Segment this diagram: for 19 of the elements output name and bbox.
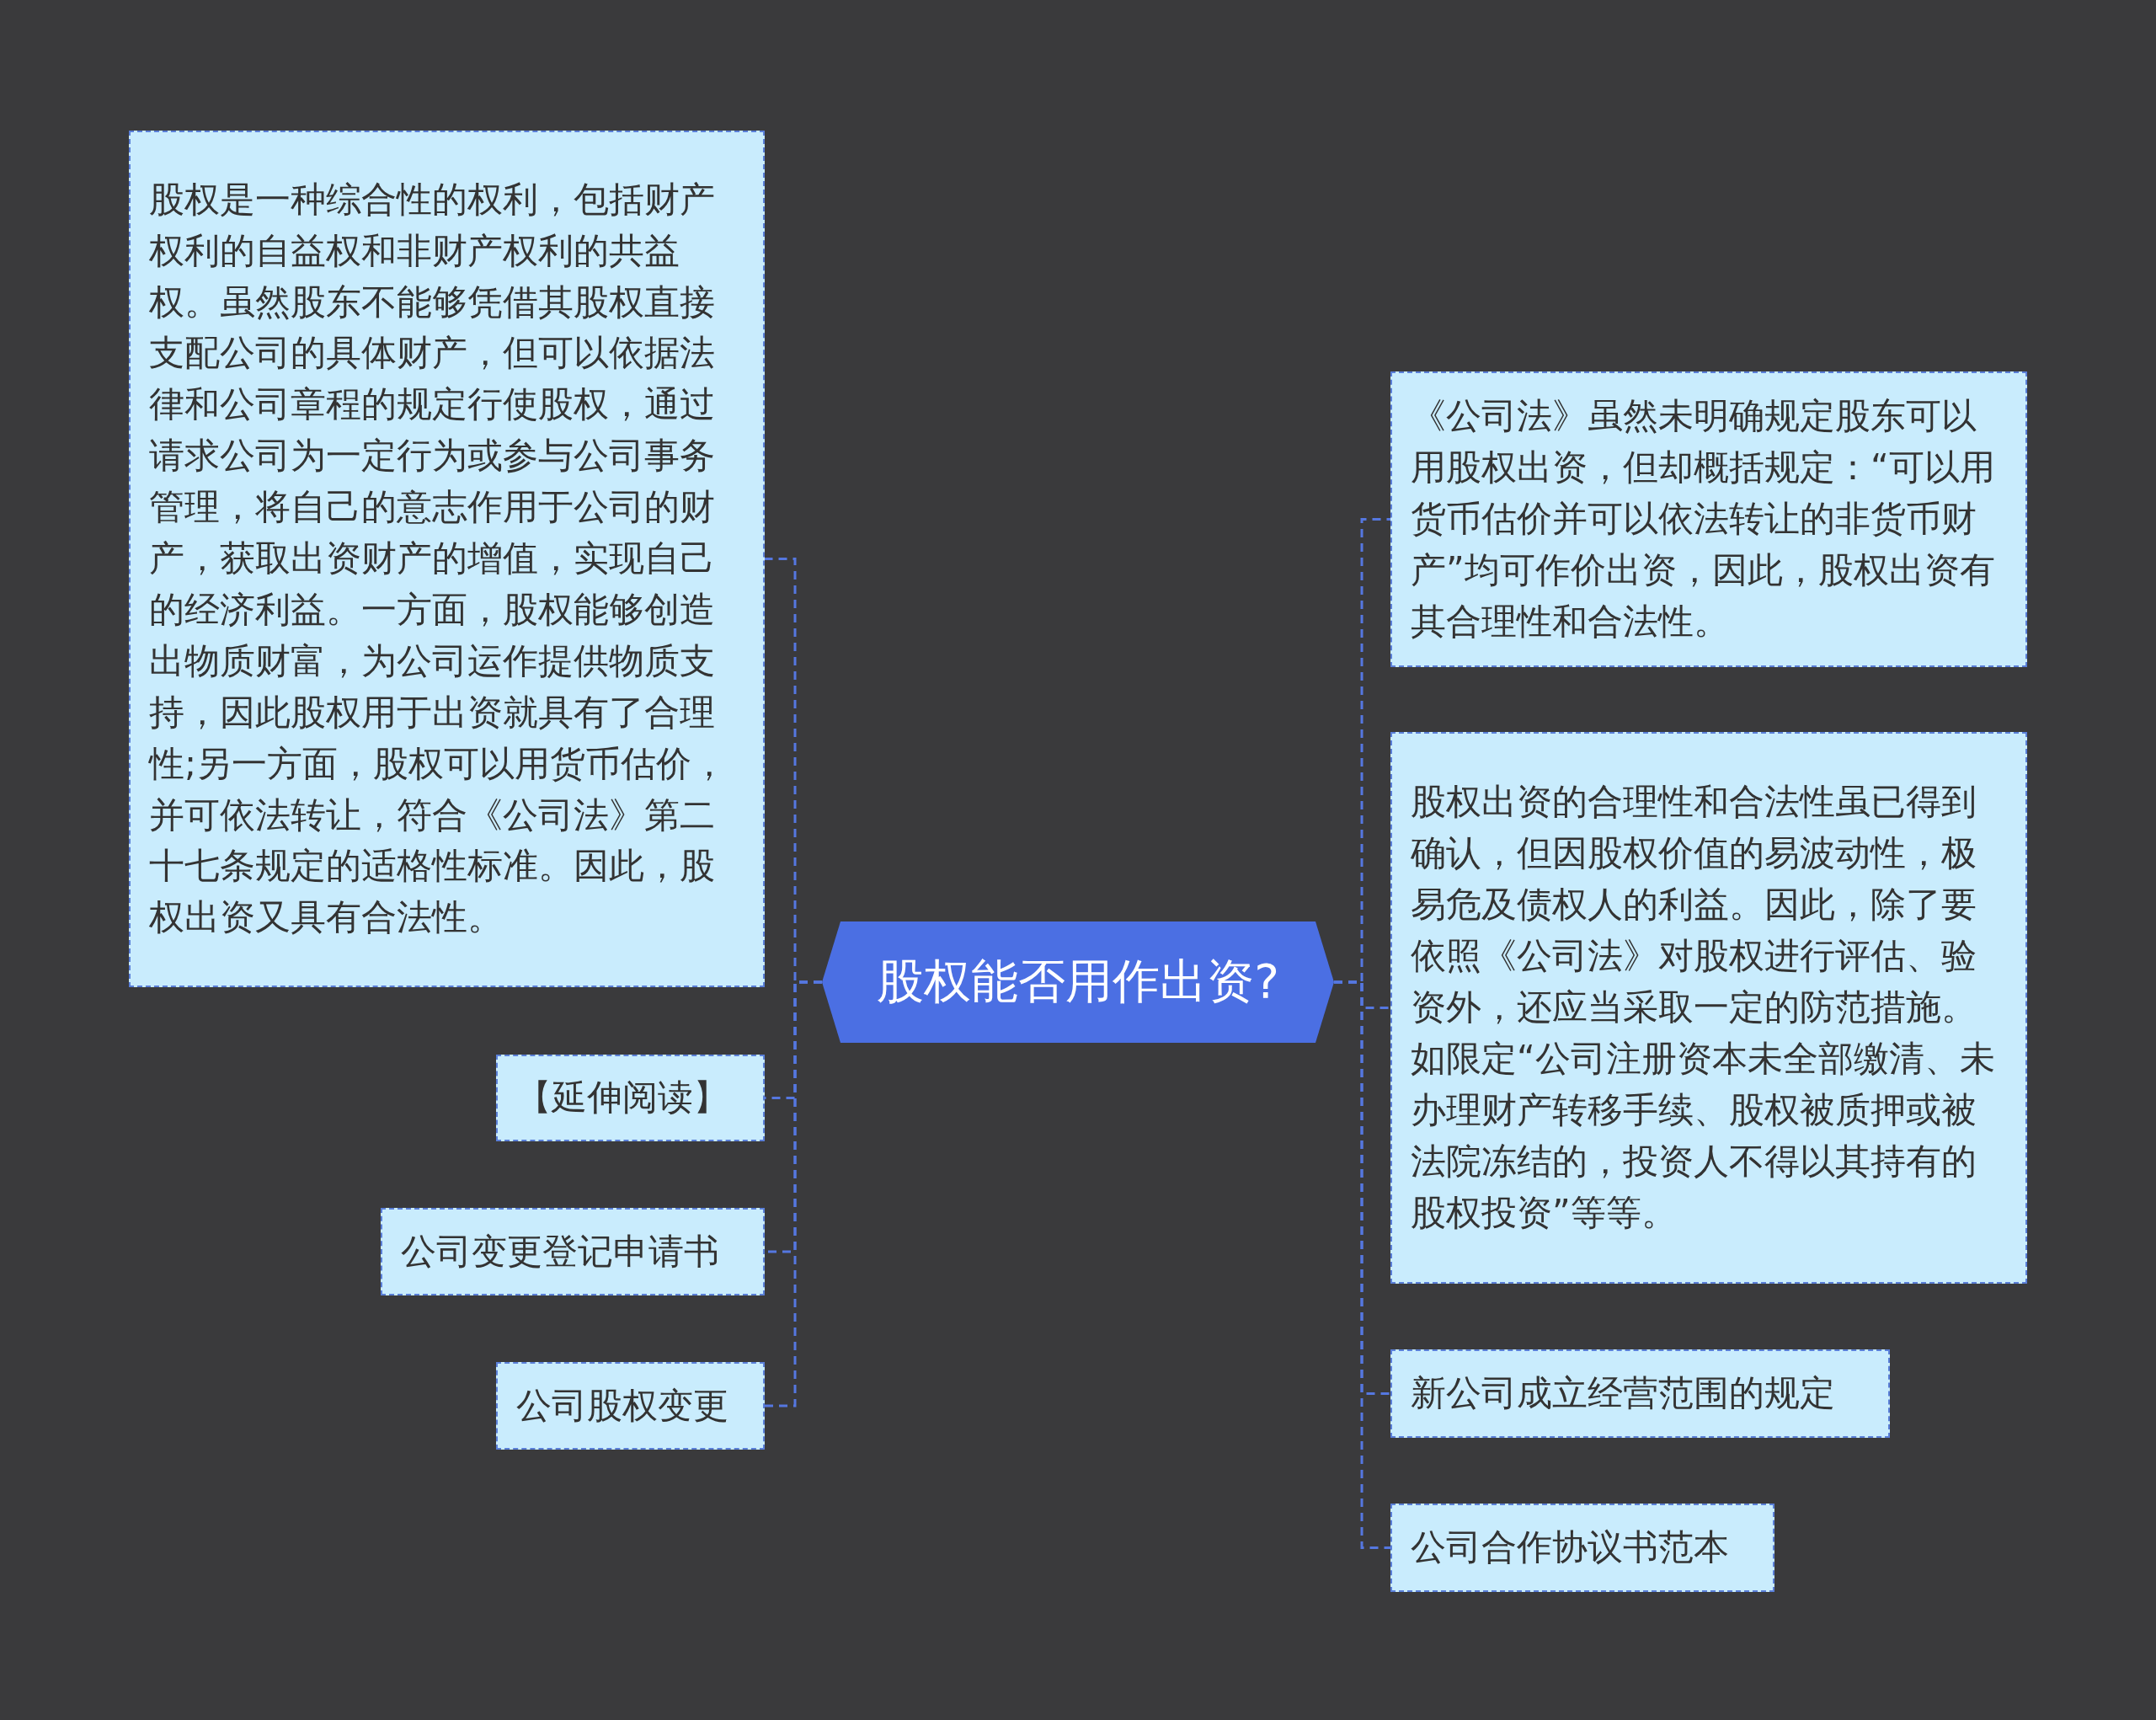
topic-text: 股权出资的合理性和合法性虽已得到确认，但因股权价值的易波动性，极易危及债权人的利益。因此，除了要依照《公司法》对股权进行评估、验资外，还应当采取一定的防范措施。如限定“公司注册资本未全部缴清、未办理财产转移手续、股权被质押或被法院冻结的，投资人不得以其持有的股权投资”等等。 (1411, 780, 1996, 1235)
topic-title: 股权能否用作出资? (877, 953, 1279, 1010)
topic-text: 公司变更登记申请书 (401, 1229, 719, 1274)
connector-line (765, 980, 822, 1408)
topic-box (496, 1055, 765, 1141)
topic-box (1390, 732, 2027, 1284)
connector-line (1334, 980, 1390, 1549)
topic-box (381, 1208, 765, 1295)
topic-box (1390, 371, 2027, 667)
topic-text: 股权是一种综合性的权利，包括财产权利的自益权和非财产权利的共益权。虽然股东不能够凭借其股权直接支配公司的具体财产，但可以依据法律和公司章程的规定行使股权，通过请求公司为一定行为或参与公司事务管理，将自己的意志作用于公司的财产，获取出资财产的增值，实现自己的经济利益。一方面，股权能够创造出物质财富，为公司运作提供物质支持，因此股权用于出资就具有了合理性;另一方面，股权可以用货币估价，并可依法转让，符合《公司法》第二十七条规定的适格性标准。因此，股权出资又具有合法性。 (149, 177, 728, 940)
topic-text: 【延伸阅读】 (516, 1076, 728, 1120)
topic-box (1390, 1504, 1774, 1592)
topic-text: 新公司成立经营范围的规定 (1411, 1371, 1835, 1416)
topic-box (496, 1362, 765, 1450)
topic-box (1390, 1349, 1890, 1438)
topic-text: 《公司法》虽然未明确规定股东可以用股权出资，但却概括规定：“可以用货币估价并可以依法转让的非货币财产”均可作价出资，因此，股权出资有其合理性和合法性。 (1411, 394, 1996, 644)
topic-text: 公司股权变更 (516, 1383, 728, 1428)
topic-text: 公司合作协议书范本 (1411, 1525, 1729, 1570)
topic-box (129, 131, 765, 987)
